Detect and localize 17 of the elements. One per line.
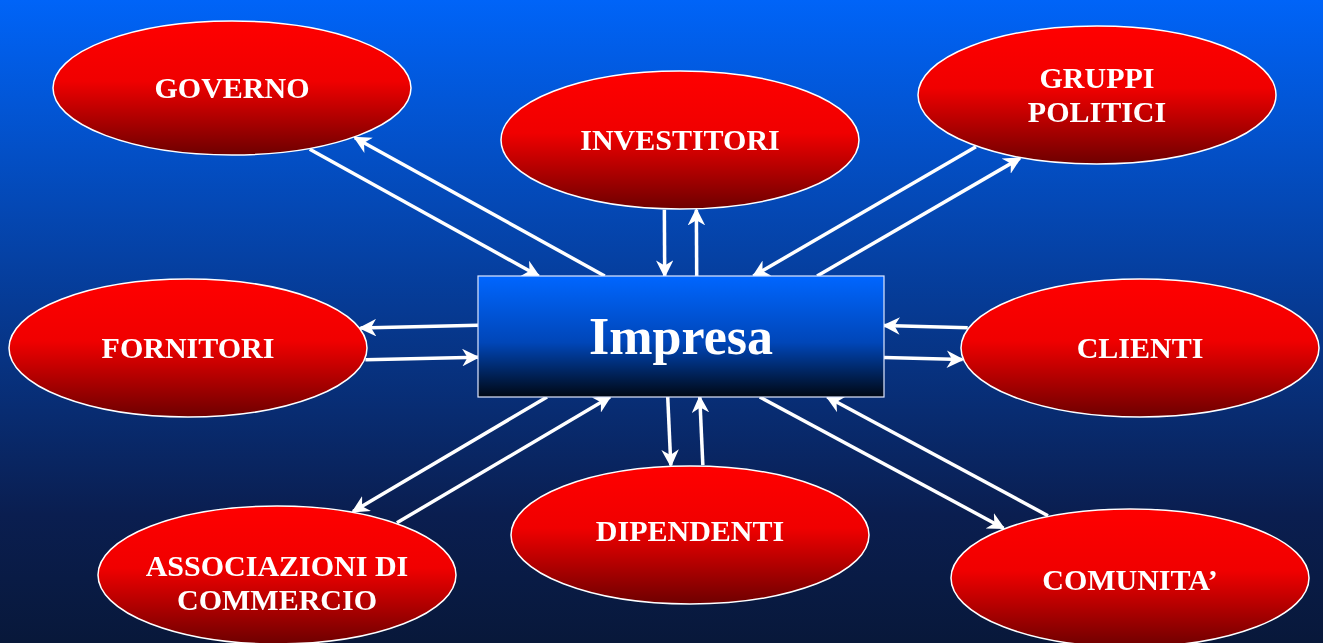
stakeholder-label: INVESTITORI — [579, 122, 781, 158]
arrow — [816, 156, 1022, 278]
stakeholder-label: DIPENDENTI — [594, 513, 786, 549]
stakeholder-label: CLIENTI — [1075, 330, 1205, 366]
arrow — [751, 145, 977, 278]
stakeholder-label: GOVERNO — [153, 70, 311, 106]
arrow — [655, 209, 674, 278]
stakeholder-label: COMUNITA’ — [1041, 562, 1219, 598]
arrow — [308, 147, 541, 278]
stakeholder-label: GRUPPI POLITICI — [1026, 60, 1168, 130]
arrow — [661, 396, 679, 468]
stakeholder-label: ASSOCIAZIONI DI COMMERCIO — [144, 548, 410, 618]
arrow — [687, 207, 706, 276]
arrow — [353, 136, 606, 278]
arrow — [358, 318, 479, 337]
stakeholder-label: FORNITORI — [100, 330, 276, 366]
center-label: Impresa — [588, 306, 774, 367]
